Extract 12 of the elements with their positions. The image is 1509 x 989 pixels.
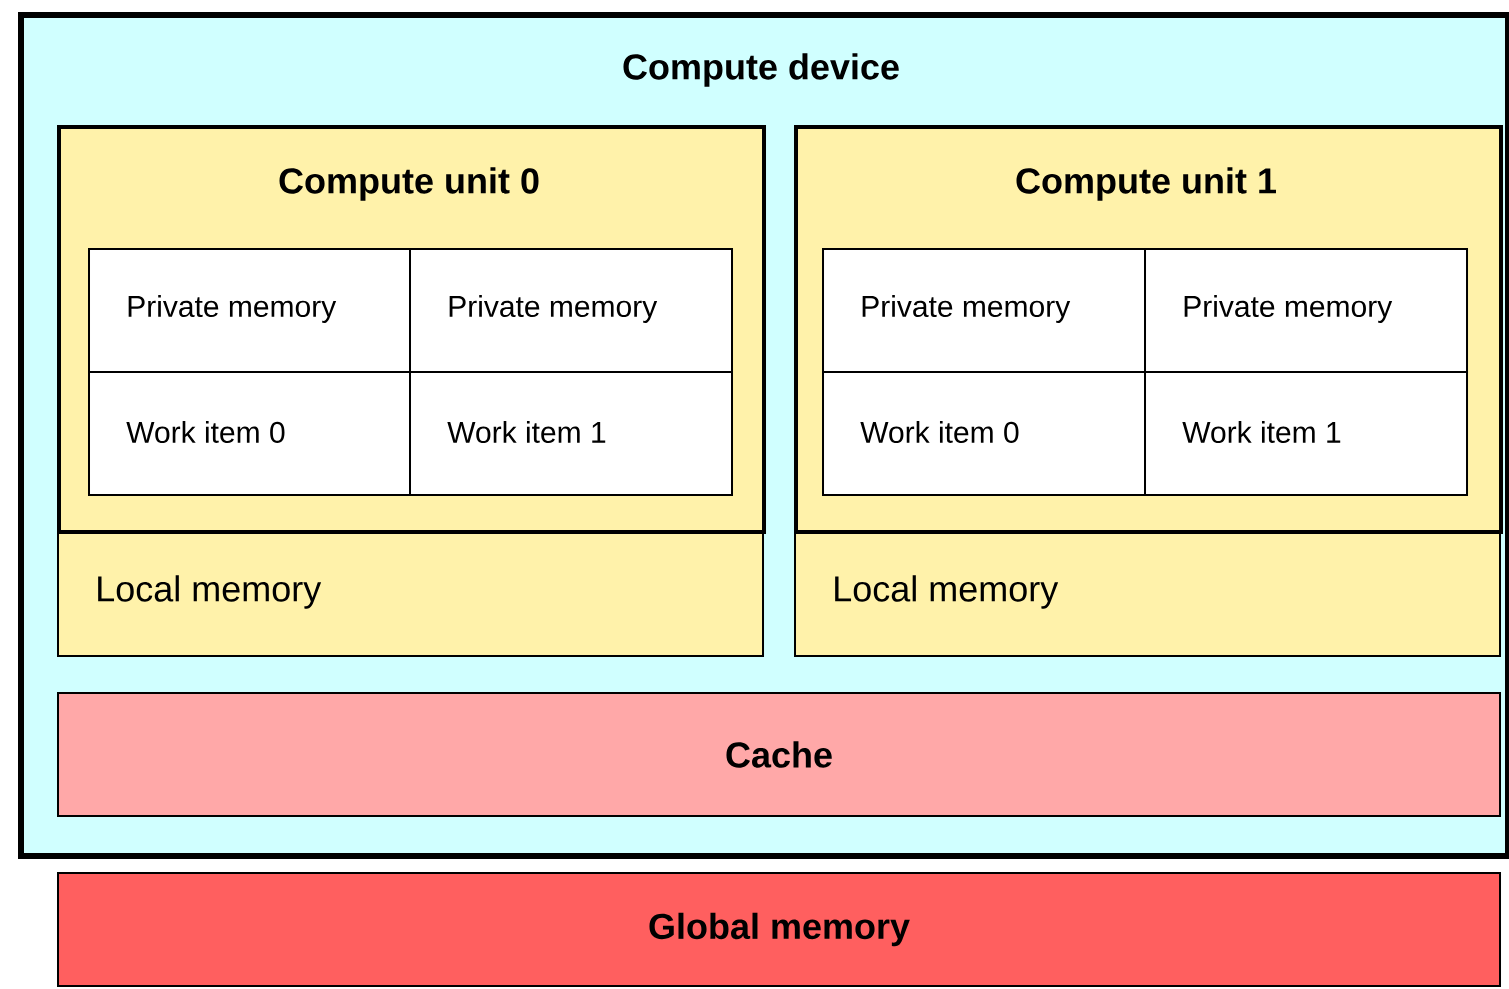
memory-cell: Private memory	[88, 248, 411, 373]
work-item-cell: Work item 0	[822, 371, 1146, 496]
local-memory-box: Local memory	[57, 530, 764, 657]
local-memory-box: Local memory	[794, 530, 1501, 657]
work-item-cell: Work item 0	[88, 371, 411, 496]
memory-cell: Private memory	[1144, 248, 1468, 373]
memory-cell: Private memory	[409, 248, 733, 373]
global-memory-box: Global memory	[57, 872, 1501, 987]
work-item-cell: Work item 1	[409, 371, 733, 496]
work-item-cell: Work item 1	[1144, 371, 1468, 496]
memory-cell: Private memory	[822, 248, 1146, 373]
cache-box: Cache	[57, 692, 1501, 817]
